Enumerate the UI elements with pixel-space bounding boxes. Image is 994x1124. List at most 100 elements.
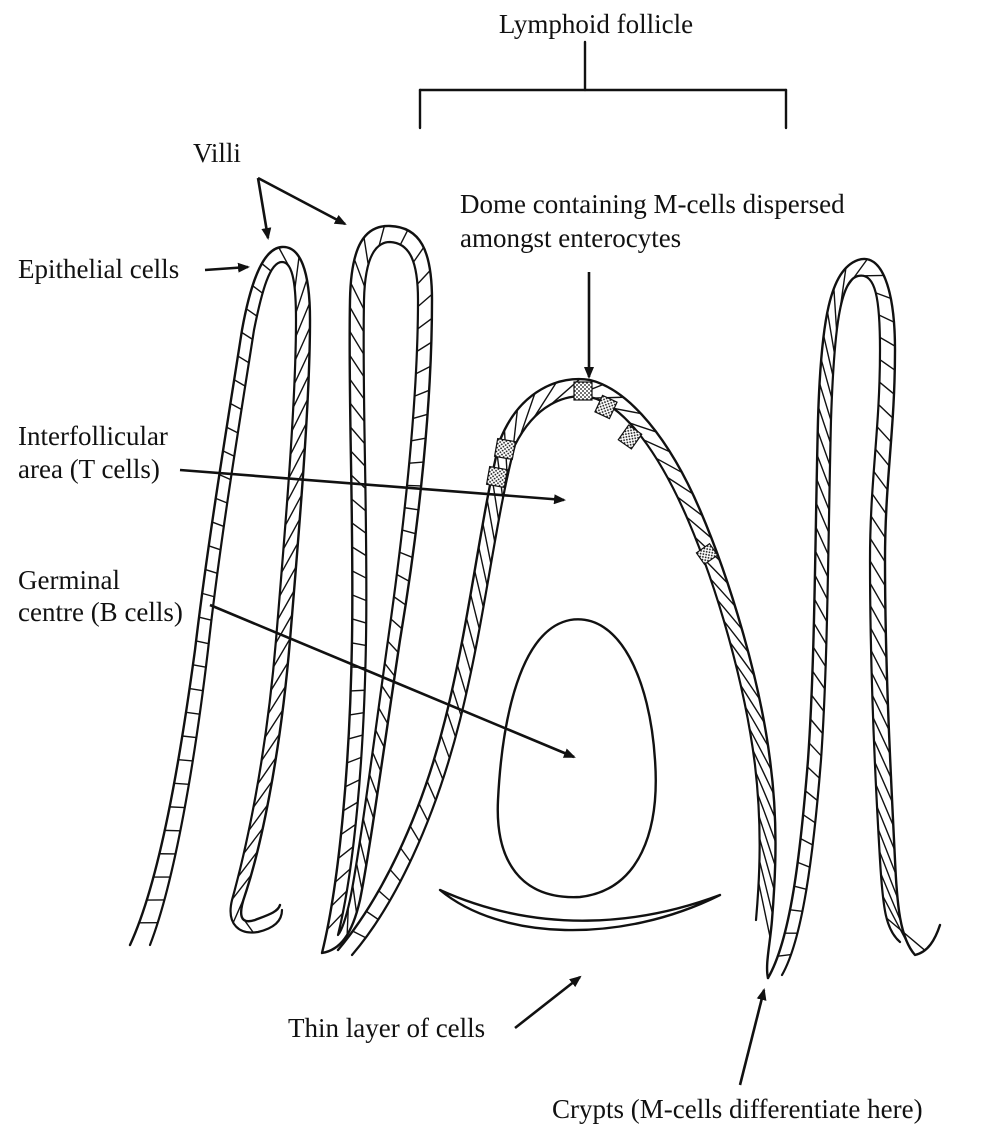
- cell-boundary: [402, 530, 415, 534]
- cell-boundary: [238, 356, 249, 363]
- cell-boundary: [434, 758, 442, 779]
- cell-boundary: [778, 955, 791, 957]
- cell-boundary: [790, 910, 802, 912]
- label-interfollicular-line1: Interfollicular: [18, 421, 168, 451]
- label-interfollicular-line2: area (T cells): [18, 454, 160, 484]
- cell-boundary: [350, 331, 364, 354]
- cell-boundary: [413, 247, 423, 262]
- epithelial-arrow: [205, 267, 248, 270]
- cell-boundary: [242, 332, 253, 339]
- cell-boundary: [202, 593, 214, 596]
- cell-boundary: [798, 862, 810, 867]
- label-thin-layer: Thin layer of cells: [288, 1013, 485, 1043]
- cell-boundary: [352, 499, 366, 511]
- crypts-arrow: [740, 990, 764, 1085]
- cell-boundary: [373, 752, 381, 771]
- cell-boundary: [178, 760, 192, 761]
- cell-boundary: [872, 494, 886, 514]
- cell-boundary: [880, 337, 895, 346]
- cell-boundary: [343, 802, 357, 811]
- cell-boundary: [809, 743, 821, 756]
- cell-boundary: [441, 735, 449, 758]
- cell-boundary: [279, 248, 289, 267]
- cell-boundary: [814, 599, 826, 622]
- cell-boundary: [190, 689, 203, 691]
- cell-boundary: [352, 595, 366, 601]
- cell-boundary: [295, 257, 299, 289]
- cell-boundary: [186, 712, 200, 714]
- cell-boundary: [810, 719, 822, 734]
- cell-boundary: [366, 797, 373, 819]
- villus-left: [130, 247, 310, 945]
- villus-right: [768, 259, 940, 978]
- cell-boundary: [462, 642, 471, 673]
- cell-boundary: [379, 708, 388, 724]
- label-villi: Villi: [193, 138, 241, 168]
- germinal-centre-outline: [498, 619, 656, 897]
- cell-boundary: [417, 270, 430, 284]
- cell-boundary: [419, 804, 428, 821]
- label-germinal-line2: centre (B cells): [18, 597, 183, 627]
- cell-boundary: [262, 264, 271, 272]
- cell-boundary: [296, 279, 307, 312]
- label-crypts: Crypts (M-cells differentiate here): [552, 1094, 923, 1124]
- label-lymphoid-follicle: Lymphoid follicle: [499, 9, 693, 39]
- cell-boundary: [760, 838, 775, 889]
- cell-boundary: [876, 293, 891, 298]
- cell-boundary: [418, 294, 432, 306]
- cell-boundary: [353, 885, 357, 913]
- cell-boundary: [352, 571, 366, 578]
- cell-boundary: [219, 475, 230, 480]
- dome: [338, 379, 776, 978]
- cell-boundary: [803, 815, 815, 823]
- cell-boundary: [870, 561, 885, 586]
- cell-boundary: [834, 289, 837, 332]
- cell-boundary: [400, 230, 407, 245]
- cell-boundary: [874, 471, 888, 489]
- cell-boundary: [878, 404, 892, 418]
- arrows: [180, 178, 764, 1085]
- label-epithelial-cells: Epithelial cells: [18, 254, 179, 284]
- cell-boundary: [812, 671, 824, 689]
- cell-boundary: [223, 451, 234, 456]
- cell-boundary: [394, 597, 406, 605]
- label-germinal-line1: Germinal: [18, 565, 120, 595]
- cell-boundary: [351, 451, 365, 466]
- villi-arrow-2: [258, 178, 345, 224]
- cell-boundary: [366, 911, 378, 919]
- cell-boundary: [427, 781, 436, 800]
- cell-boundary: [216, 498, 227, 503]
- cell-boundary: [817, 479, 829, 510]
- cell-boundary: [812, 695, 824, 711]
- cell-boundary: [348, 735, 362, 739]
- cell-boundary: [352, 619, 366, 623]
- cell-boundary: [351, 690, 365, 691]
- cell-boundary: [475, 571, 484, 608]
- cell-boundary: [174, 783, 189, 784]
- cell-boundary: [397, 575, 409, 582]
- cell-boundary: [227, 427, 238, 433]
- cell-boundary: [170, 807, 185, 808]
- cell-boundary: [347, 757, 361, 762]
- cell-boundary: [382, 686, 391, 700]
- cell-boundary: [193, 665, 206, 667]
- cell-boundary: [350, 379, 364, 399]
- cell-boundary: [871, 516, 885, 538]
- cell-boundary: [401, 848, 411, 862]
- cell-boundary: [875, 449, 889, 466]
- cell-boundary: [341, 824, 356, 834]
- cell-boundary: [417, 342, 431, 351]
- cell-boundary: [879, 315, 894, 322]
- cell-boundary: [794, 886, 806, 889]
- cell-boundary: [410, 826, 419, 841]
- cell-boundary: [350, 355, 364, 376]
- villi-arrow-1: [258, 178, 268, 238]
- cell-boundary: [870, 583, 885, 610]
- cell-boundary: [409, 462, 423, 463]
- cell-boundary: [870, 538, 885, 561]
- cell-boundary: [873, 717, 890, 753]
- cell-boundary: [801, 839, 813, 845]
- cell-boundary: [352, 523, 366, 533]
- cell-boundary: [879, 382, 894, 394]
